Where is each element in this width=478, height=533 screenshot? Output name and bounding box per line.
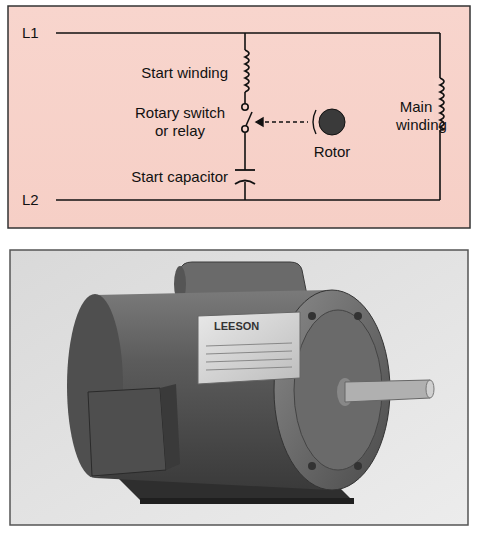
part-label: Main winding — [396, 98, 436, 134]
nameplate-brand: LEESON — [214, 320, 259, 333]
switch-symbol — [242, 104, 252, 132]
rotor-symbol — [319, 109, 345, 135]
main-winding-coil — [440, 78, 444, 130]
schematic-panel — [8, 6, 470, 228]
motor-illustration — [67, 262, 434, 504]
part-label: Start winding — [141, 64, 228, 82]
photo-panel — [10, 250, 468, 525]
capacitor-symbol — [235, 170, 255, 184]
terminal-label: L2 — [22, 191, 39, 209]
part-label: Start capacitor — [131, 168, 228, 186]
start-winding-coil — [245, 50, 249, 92]
part-label: Rotor — [314, 143, 351, 161]
wires — [56, 33, 440, 200]
mechanical-link — [256, 110, 316, 134]
part-label: Rotary switch or relay — [130, 104, 230, 140]
terminal-label: L1 — [22, 24, 39, 42]
